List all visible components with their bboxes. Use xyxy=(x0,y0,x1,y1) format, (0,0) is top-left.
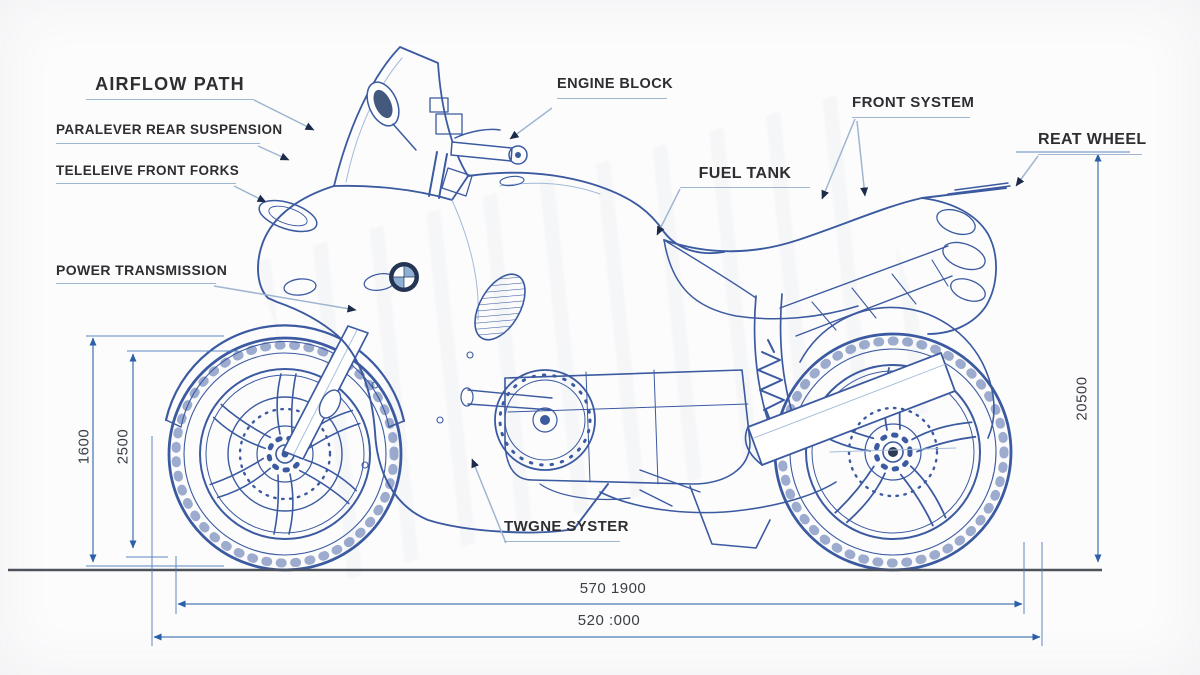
front-wheel xyxy=(167,336,403,572)
windscreen xyxy=(333,46,469,201)
front-fender xyxy=(164,324,406,428)
leader-lines xyxy=(213,99,1039,544)
bmw-roundel-icon xyxy=(389,262,419,292)
muffler xyxy=(744,352,956,466)
dimension-left-outer: 1600 xyxy=(75,428,93,465)
label-teleleive-front-forks: TELELEIVE FRONT FORKS xyxy=(56,163,239,184)
dimension-bottom-upper: 570 1900 xyxy=(579,580,647,597)
dimension-lines xyxy=(86,151,1130,646)
dimension-bottom-lower: 520 :000 xyxy=(577,612,641,629)
label-front-system: FRONT SYSTEM xyxy=(852,94,974,118)
label-power-transmission: POWER TRANSMISSION xyxy=(56,262,227,284)
fairing xyxy=(257,171,725,534)
label-twgne-syster: TWGNE SYSTER xyxy=(504,518,628,542)
label-reat-wheel: REAT WHEEL xyxy=(1038,131,1146,155)
dimension-left-inner: 2500 xyxy=(114,428,132,465)
mirror xyxy=(366,81,417,151)
handlebar xyxy=(429,97,528,165)
engine xyxy=(361,351,751,501)
front-fork xyxy=(282,151,473,460)
label-fuel-tank: FUEL TANK xyxy=(680,165,810,188)
label-paralever-rear-suspension: PARALEVER REAR SUSPENSION xyxy=(56,122,282,144)
label-airflow-path: AIRFLOW PATH xyxy=(86,74,254,100)
dimension-right: 20500 xyxy=(1073,376,1091,421)
rear-hub xyxy=(829,406,957,498)
label-engine-block: ENGINE BLOCK xyxy=(557,76,673,99)
